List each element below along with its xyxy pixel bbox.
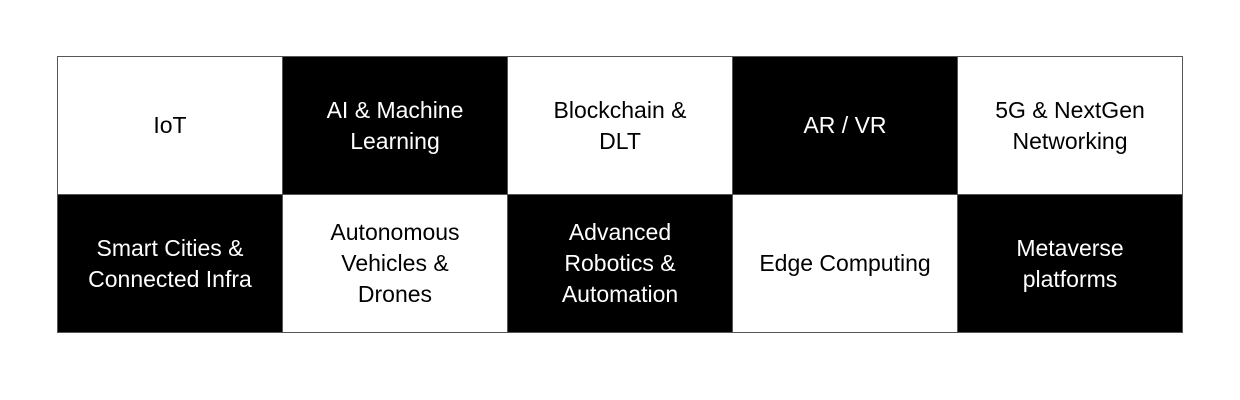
technology-grid: IoT AI & Machine Learning Blockchain & D… xyxy=(57,56,1183,333)
grid-cell-metaverse-platforms: Metaverse platforms xyxy=(958,195,1182,332)
grid-cell-autonomous-vehicles-drones: Autonomous Vehicles & Drones xyxy=(283,195,507,332)
grid-cell-ar-vr: AR / VR xyxy=(733,57,957,194)
grid-cell-5g-nextgen-networking: 5G & NextGen Networking xyxy=(958,57,1182,194)
grid-cell-iot: IoT xyxy=(58,57,282,194)
grid-cell-smart-cities: Smart Cities & Connected Infra xyxy=(58,195,282,332)
grid-cell-ai-machine-learning: AI & Machine Learning xyxy=(283,57,507,194)
grid-cell-advanced-robotics-automation: Advanced Robotics & Automation xyxy=(508,195,732,332)
grid-cell-blockchain-dlt: Blockchain & DLT xyxy=(508,57,732,194)
grid-cell-edge-computing: Edge Computing xyxy=(733,195,957,332)
